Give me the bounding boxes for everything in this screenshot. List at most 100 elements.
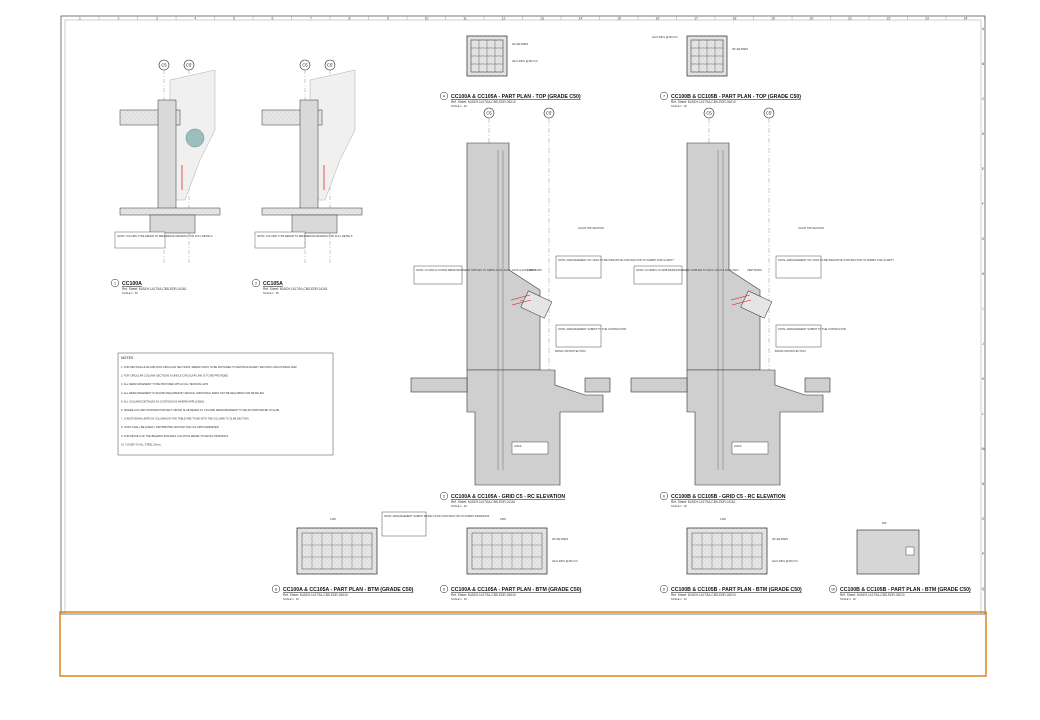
detail-6-links-label: LINKS — [734, 444, 742, 448]
column-tick-label: 23 — [925, 17, 929, 21]
detail-6b-number: 6 — [663, 587, 665, 591]
detail-2-title: CC105A — [263, 281, 283, 287]
detail-5-plan-btm: 1800 28 H32 BARS H12 LINKS @150 C/C 5 CC… — [439, 517, 582, 601]
note-item: 1. FOR RECTANGULAR AND NON-CIRCULAR SECT… — [121, 365, 298, 369]
detail-8-dim: 1200 — [330, 517, 336, 521]
grid-bubble-c5-prime: C5' — [327, 63, 333, 68]
detail-3-bottom-note: NOTE: ARRANGEMENT SUBMIT TO THE CONTRACT… — [558, 327, 626, 331]
detail-2-section: C5 C5' NOTE: COLUMN TYPE REFER TO REFERE… — [251, 59, 363, 295]
row-tick-label: N — [982, 482, 985, 486]
detail-8-scale: SCALE 1 : 20 — [283, 597, 299, 601]
detail-3-bar-spec: BS/SR C/B PROTECTION — [555, 349, 586, 353]
detail-10-dim: 600 — [882, 521, 887, 525]
detail-3-scope-note: NOTE: CC100A & CC105A REINFORCEMENT APPL… — [416, 268, 536, 272]
detail-7-ref: Ref. Sheet: M-BZH-1417SA-CBS-EDR-06210 — [671, 100, 736, 104]
detail-2-scale: SCALE 1 : 50 — [263, 291, 279, 295]
note-item: 2. FOR CIRCULAR COLUMN SECTIONS A SINGLE… — [121, 374, 229, 378]
detail-6-align-label: ALIGN TOP SECTION — [798, 226, 824, 230]
grid-bubble-c5-prime: C5' — [186, 63, 192, 68]
detail-3-ref: Ref. Sheet: M-BZH-1417SA-CBS-EDR-01161 — [451, 500, 516, 504]
detail-6b-bars-label: 28 H32 BARS — [772, 537, 788, 541]
detail-7-title: CC100B & CC105B - PART PLAN - TOP (GRADE… — [671, 94, 801, 100]
column-tick-label: 4 — [195, 17, 197, 21]
detail-3-scale: SCALE 1 : 20 — [451, 504, 467, 508]
detail-4-title: CC100A & CC105A - PART PLAN - TOP (GRADE… — [451, 94, 581, 100]
detail-6b-plan-btm: 1400 28 H32 BARS H12 LINKS @150 C/C 6 CC… — [659, 517, 802, 601]
detail-6-vert-bars: VERT BARS — [747, 268, 762, 272]
note-item: 8. LINKS SHALL BE EVENLY DISTRIBUTED ARO… — [121, 425, 220, 429]
detail-4-plan-top: 28 H32 BARS H12 LINKS @150 C/C 4 CC100A … — [439, 35, 581, 108]
detail-10-title: CC100B & CC105B - PART PLAN - BTM (GRADE… — [840, 587, 971, 593]
detail-1-title: CC100A — [122, 281, 142, 287]
detail-4-scale: SCALE 1 : 20 — [451, 104, 467, 108]
detail-5-ref: Ref. Sheet: M-BZH-1417SA-CBS-EDR-06210 — [451, 593, 516, 597]
detail-3-vert-bars: VERT BARS — [527, 268, 542, 272]
grid-bubble-c5: C5 — [302, 63, 308, 68]
grid-bubble-c5-prime: C5' — [546, 111, 552, 116]
detail-6b-links-label: H12 LINKS @150 C/C — [772, 559, 798, 563]
detail-5-dim: 1800 — [500, 517, 506, 521]
row-tick-label: L — [982, 412, 984, 416]
grid-bubble-c5-prime: C5' — [766, 111, 772, 116]
detail-2-ref: Ref. Sheet: M-BZH-1417SA-CBS-EDR-01161 — [263, 287, 328, 291]
detail-7-links-label: H12 LINKS @150 C/C — [652, 35, 678, 39]
column-tick-label: 9 — [387, 17, 389, 21]
note-item: 3. ALL REINFORCEMENT TO BE PROVIDED WITH… — [121, 382, 209, 386]
note-item: 6. WHERE COLUMN STARTERS PROJECT ABOVE S… — [121, 408, 280, 412]
column-tick-label: 6 — [272, 17, 274, 21]
detail-6-link-note: NOTE: ARRANGEMENT OF LINKS TO BE INDICAT… — [778, 258, 894, 262]
detail-8-plan-btm: 1200 NOTE: ARRANGEMENT SUBMIT DETAILS FO… — [271, 511, 489, 601]
row-tick-label: M — [982, 447, 985, 451]
detail-6-scale: SCALE 1 : 20 — [671, 504, 687, 508]
detail-3-title: CC100A & CC105A - GRID C5 - RC ELEVATION — [451, 494, 565, 500]
note-item: 7. LONGITUDINAL BARS IN COLUMNS IN THE T… — [121, 417, 249, 421]
detail-6b-ref: Ref. Sheet: M-BZH-1417SA-CBS-EDR-06210 — [671, 593, 736, 597]
detail-3-number: 3 — [443, 494, 445, 498]
detail-6-ref: Ref. Sheet: M-BZH-1417SA-CBS-EDR-01161 — [671, 500, 736, 504]
detail-7-bars-label: 28 H32 BARS — [732, 47, 748, 51]
detail-1-section: C5 C5' NOTE: COLUMN TYPE REFER TO REFERE… — [110, 59, 221, 295]
column-tick-label: 8 — [349, 17, 351, 21]
detail-8-note: NOTE: ARRANGEMENT SUBMIT DETAILS FOR CON… — [384, 514, 489, 518]
column-tick-label: 2 — [118, 17, 120, 21]
detail-3-elevation: C5 C5' NOTE: CC100A & CC105A REINFORCEME… — [410, 107, 674, 508]
detail-4-ref: Ref. Sheet: M-BZH-1417SA-CBS-EDR-06210 — [451, 100, 516, 104]
row-tick-label: A — [982, 27, 985, 31]
column-tick-label: 5 — [233, 17, 235, 21]
detail-6-scope-note: NOTE: CC100B & CC105B REINFORCEMENT APPL… — [636, 268, 739, 272]
grid-bubble-c5: C5 — [706, 111, 712, 116]
detail-5-scale: SCALE 1 : 20 — [451, 597, 467, 601]
row-tick-label: C — [982, 97, 985, 101]
sheet-inner-border — [64, 19, 982, 615]
detail-4-number: 4 — [443, 94, 445, 98]
detail-5-bars-label: 28 H32 BARS — [552, 537, 568, 541]
column-tick-label: 12 — [502, 17, 506, 21]
detail-4-bars-label: 28 H32 BARS — [512, 42, 528, 46]
detail-10-ref: Ref. Sheet: M-BZH-1417SA-CBS-EDR-06210 — [840, 593, 905, 597]
column-tick-label: 24 — [964, 17, 968, 21]
general-notes: NOTES 1. FOR RECTANGULAR AND NON-CIRCULA… — [117, 352, 334, 456]
detail-1-number: 1 — [114, 281, 116, 285]
detail-3-links-label: LINKS — [514, 444, 522, 448]
note-item: 9. FOR DETAILS OF THE BEARING BUILDING L… — [121, 434, 229, 438]
detail-8-ref: Ref. Sheet: M-BZH-1417SA-CBS-EDR-06210 — [283, 593, 348, 597]
detail-3-align-label: ALIGN TOP SECTION — [578, 226, 604, 230]
highlight-selection-box[interactable] — [59, 611, 987, 677]
column-tick-label: 1 — [79, 17, 81, 21]
detail-1-scale: SCALE 1 : 50 — [122, 291, 138, 295]
detail-3-link-note: NOTE: ARRANGEMENT OF LINKS TO BE INDICAT… — [558, 258, 674, 262]
grid-bubble-c5: C5 — [486, 111, 492, 116]
notes-heading: NOTES — [121, 356, 134, 360]
row-tick-label: E — [982, 167, 985, 171]
column-tick-label: 22 — [887, 17, 891, 21]
row-tick-label: K — [982, 377, 985, 381]
column-tick-label: 11 — [463, 17, 467, 21]
detail-6-bottom-note: NOTE: ARRANGEMENT SUBMIT TO THE CONTRACT… — [778, 327, 846, 331]
note-item: 10. COVER TO ALL STEEL 50mm. — [121, 442, 162, 446]
column-tick-label: 17 — [694, 17, 698, 21]
detail-6b-dim: 1400 — [720, 517, 726, 521]
detail-8-number: 8 — [275, 587, 277, 591]
detail-6-elevation: C5 C5' NOTE: CC100B & CC105B REINFORCEME… — [630, 107, 894, 508]
row-tick-label: D — [982, 132, 985, 136]
